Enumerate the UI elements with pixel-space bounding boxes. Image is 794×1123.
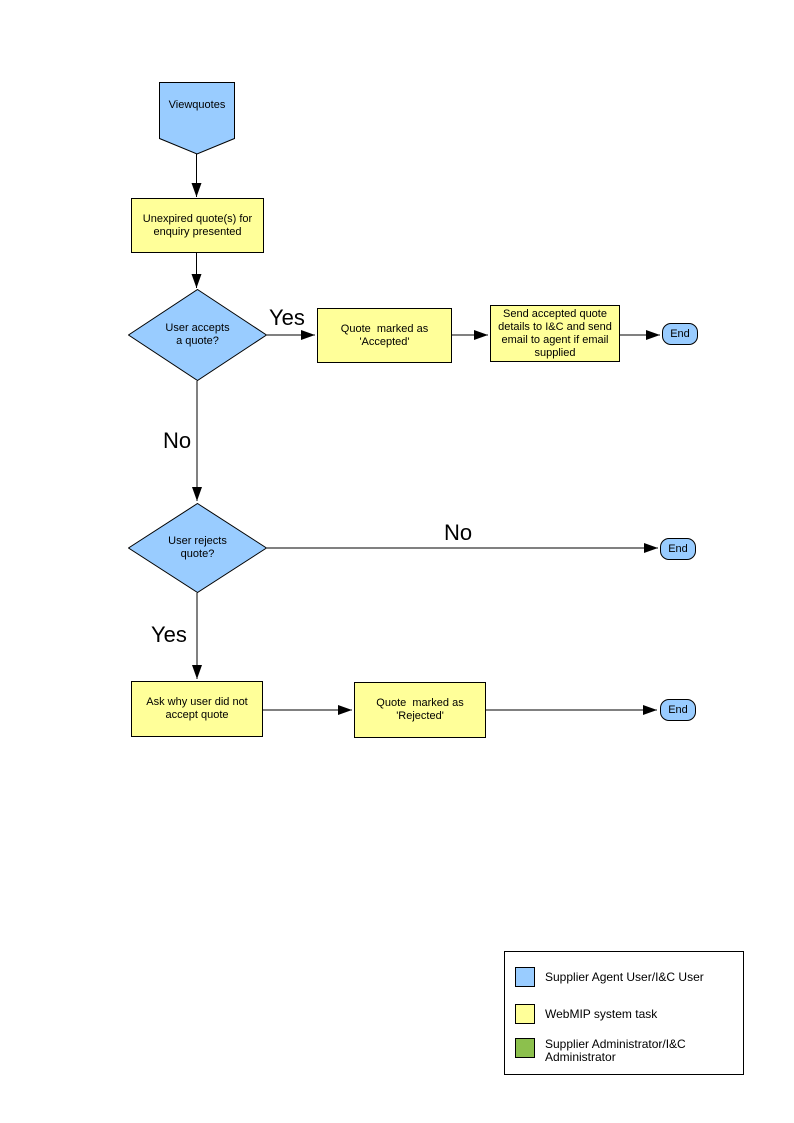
edge-label-reject-yes: Yes xyxy=(151,622,187,647)
edge-label-accept-yes: Yes xyxy=(269,305,305,330)
legend-item-system: WebMIP system task xyxy=(515,1004,730,1024)
legend-swatch-user xyxy=(515,967,535,987)
diamond-shape xyxy=(128,503,267,593)
legend-item-user: Supplier Agent User/I&C User xyxy=(515,967,730,987)
process-present-quotes-text: Unexpired quote(s) for enquiry presented xyxy=(142,212,253,238)
end-node-reject: End xyxy=(660,699,696,721)
end-node-accept: End xyxy=(662,323,698,345)
legend-swatch-admin xyxy=(515,1038,535,1058)
end-node-no-reject: End xyxy=(660,538,696,560)
process-mark-accepted: Quote marked as 'Accepted' xyxy=(317,308,452,363)
decision-user-rejects: User rejects quote? xyxy=(128,503,267,593)
legend-label-admin: Supplier Administrator/I&C Administrator xyxy=(545,1037,686,1064)
end-node-no-reject-label: End xyxy=(668,543,688,555)
edge-label-accept-no: No xyxy=(163,428,192,453)
legend-label-system: WebMIP system task xyxy=(545,1006,658,1021)
start-node-label: Viewquotes xyxy=(168,99,226,111)
end-node-reject-label: End xyxy=(668,704,688,716)
process-mark-accepted-text: Quote marked as 'Accepted' xyxy=(340,322,429,348)
legend-item-admin: Supplier Administrator/I&C Administrator xyxy=(515,1038,730,1064)
legend-label-user: Supplier Agent User/I&C User xyxy=(545,969,704,984)
process-mark-rejected: Quote marked as 'Rejected' xyxy=(354,682,486,738)
process-ask-why: Ask why user did not accept quote xyxy=(131,681,263,737)
end-node-accept-label: End xyxy=(670,328,690,340)
legend-swatch-system xyxy=(515,1004,535,1024)
start-node: Viewquotes xyxy=(159,82,235,155)
pentagon-shape xyxy=(159,82,235,155)
decision-user-accepts-text: User accepts a quote? xyxy=(165,322,230,347)
diamond-shape xyxy=(128,289,267,381)
legend: Supplier Agent User/I&C User WebMIP syst… xyxy=(504,951,744,1075)
process-present-quotes: Unexpired quote(s) for enquiry presented xyxy=(131,198,264,253)
edge-label-reject-no: No xyxy=(444,520,473,545)
decision-user-accepts: User accepts a quote? xyxy=(128,289,267,381)
process-ask-why-text: Ask why user did not accept quote xyxy=(146,696,248,721)
decision-user-rejects-text: User rejects quote? xyxy=(168,535,227,560)
process-mark-rejected-text: Quote marked as 'Rejected' xyxy=(376,697,464,722)
process-send-details: Send accepted quote details to I&C and s… xyxy=(490,305,620,362)
process-send-details-text: Send accepted quote details to I&C and s… xyxy=(498,307,612,359)
